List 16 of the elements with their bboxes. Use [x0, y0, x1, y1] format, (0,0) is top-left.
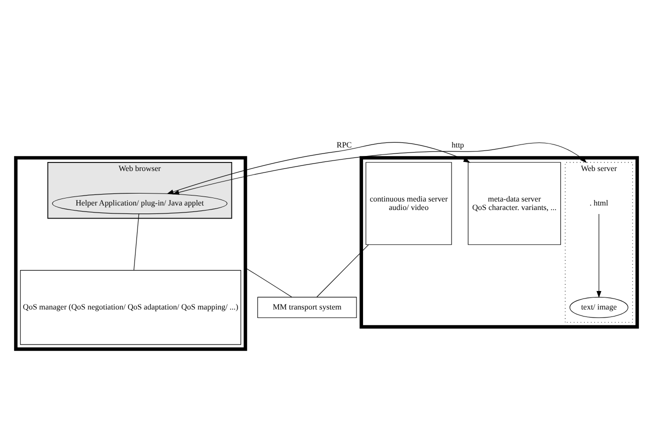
node-box: MM transport system	[257, 296, 357, 318]
node-box: continuous media server audio/ video	[366, 162, 452, 244]
node-ellipse: Helper Application/ plug-in/ Java applet	[52, 192, 228, 214]
arrow	[596, 213, 602, 298]
arrow	[166, 142, 470, 194]
edge-label: RPC	[336, 140, 352, 150]
connector	[316, 244, 369, 297]
node-text: . html	[590, 198, 608, 208]
edge-label: http	[452, 140, 464, 150]
connector	[134, 213, 140, 270]
node-ellipse: text/ image	[570, 296, 628, 318]
connector	[245, 267, 292, 297]
cluster	[14, 156, 248, 350]
arrow	[172, 142, 587, 194]
node-box: QoS manager (QoS negotiation/ QoS adaptation/ QoS mapping/ ...)	[20, 270, 242, 344]
node-box: meta-data server QoS character. variants, ...	[468, 162, 561, 244]
